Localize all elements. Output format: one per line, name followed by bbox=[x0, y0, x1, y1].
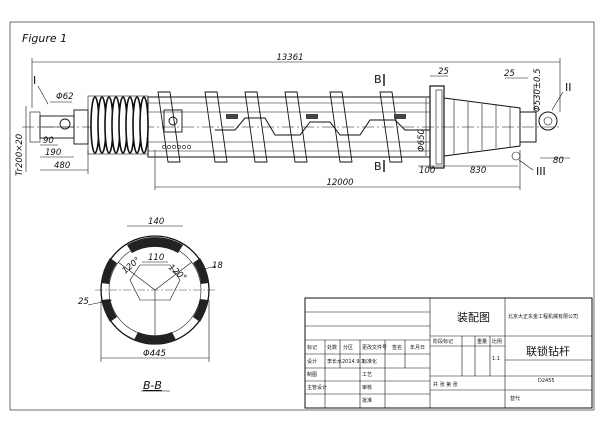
tb-title: 装配图 bbox=[457, 311, 490, 324]
svg-text:年月日: 年月日 bbox=[410, 344, 425, 351]
drawing-frame bbox=[9, 21, 595, 411]
detail-circle bbox=[511, 151, 521, 161]
svg-text:更改文件号: 更改文件号 bbox=[362, 344, 387, 351]
svg-text:李长水: 李长水 bbox=[327, 358, 342, 365]
dim-530: Φ530±0.5 bbox=[533, 68, 543, 112]
tb-part-name: 联锁钻杆 bbox=[526, 344, 570, 358]
dim-830: 830 bbox=[470, 166, 486, 176]
angle-left: 120° bbox=[121, 255, 143, 276]
svg-text:工艺: 工艺 bbox=[362, 372, 372, 378]
svg-text:替代: 替代 bbox=[510, 395, 520, 402]
shaft-boss bbox=[163, 109, 183, 133]
dim-190: 190 bbox=[45, 148, 61, 158]
dim-18: 18 bbox=[212, 261, 223, 271]
svg-text:2014.9.3: 2014.9.3 bbox=[342, 359, 364, 365]
svg-text:共 张 第 张: 共 张 第 张 bbox=[433, 381, 458, 388]
pin-hole bbox=[59, 118, 71, 130]
tb-drawing-no: D2455 bbox=[538, 378, 555, 384]
dimension-lines: 13361 12000 Φ62 Tr200×20 90 190 480 25 2… bbox=[15, 53, 570, 190]
dim-25: 25 bbox=[78, 297, 89, 307]
right-pin-eye bbox=[538, 111, 558, 131]
dim-480: 480 bbox=[54, 161, 70, 171]
roman-1: I bbox=[33, 74, 36, 87]
dim-110: 110 bbox=[148, 253, 164, 263]
svg-text:审核: 审核 bbox=[362, 384, 372, 391]
title-block: 装配图 北京大正东金工程机械有限公司 联锁钻杆 D2455 1:1 标记 处数 … bbox=[304, 297, 593, 409]
roman-2: II bbox=[565, 81, 572, 94]
svg-text:主管设计: 主管设计 bbox=[307, 384, 327, 391]
tb-company: 北京大正东金工程机械有限公司 bbox=[508, 313, 578, 320]
section-view-bb: 140 110 120° 120° 18 25 Φ445 B-B bbox=[78, 217, 223, 392]
section-marks: B B I II III bbox=[33, 73, 572, 178]
section-b-bottom: B bbox=[374, 160, 382, 173]
svg-text:批准: 批准 bbox=[362, 397, 372, 404]
spring-coil bbox=[139, 96, 149, 154]
dim-25b: 25 bbox=[504, 69, 515, 79]
section-caption: B-B bbox=[143, 379, 162, 392]
svg-text:标准化: 标准化 bbox=[362, 358, 377, 365]
angle-right: 120° bbox=[166, 263, 188, 284]
svg-text:处数: 处数 bbox=[327, 344, 337, 351]
dim-62: Φ62 bbox=[56, 92, 74, 102]
svg-text:设计: 设计 bbox=[307, 358, 317, 365]
dim-140: 140 bbox=[148, 217, 164, 227]
svg-text:制图: 制图 bbox=[307, 371, 317, 378]
dim-25a: 25 bbox=[438, 67, 449, 77]
section-b-top: B bbox=[374, 73, 382, 86]
dim-12000: 12000 bbox=[326, 178, 353, 188]
interlock-keys bbox=[215, 117, 430, 136]
tb-scale: 1:1 bbox=[492, 356, 500, 362]
dim-total: 13361 bbox=[276, 53, 303, 63]
svg-text:签名: 签名 bbox=[392, 344, 402, 351]
dim-100: 100 bbox=[419, 166, 435, 176]
svg-text:分区: 分区 bbox=[343, 344, 353, 351]
dim-80: 80 bbox=[553, 156, 564, 166]
svg-text:标记: 标记 bbox=[307, 344, 317, 351]
dim-90: 90 bbox=[43, 136, 54, 146]
drill-rod-assembly bbox=[22, 85, 560, 169]
helical-blades bbox=[157, 91, 403, 163]
tapered-end bbox=[443, 97, 521, 157]
right-end-block bbox=[519, 111, 537, 143]
dim-650: Φ650 bbox=[417, 129, 427, 152]
svg-text:阶段标记: 阶段标记 bbox=[433, 338, 453, 345]
dim-445: Φ445 bbox=[143, 349, 166, 359]
dim-thread: Tr200×20 bbox=[15, 134, 25, 176]
svg-text:重量: 重量 bbox=[477, 338, 487, 345]
hole-row bbox=[162, 145, 191, 149]
buffer-spring bbox=[87, 95, 149, 155]
svg-text:比例: 比例 bbox=[492, 338, 502, 345]
figure-label: Figure 1 bbox=[22, 32, 67, 45]
roman-3: III bbox=[536, 165, 546, 178]
